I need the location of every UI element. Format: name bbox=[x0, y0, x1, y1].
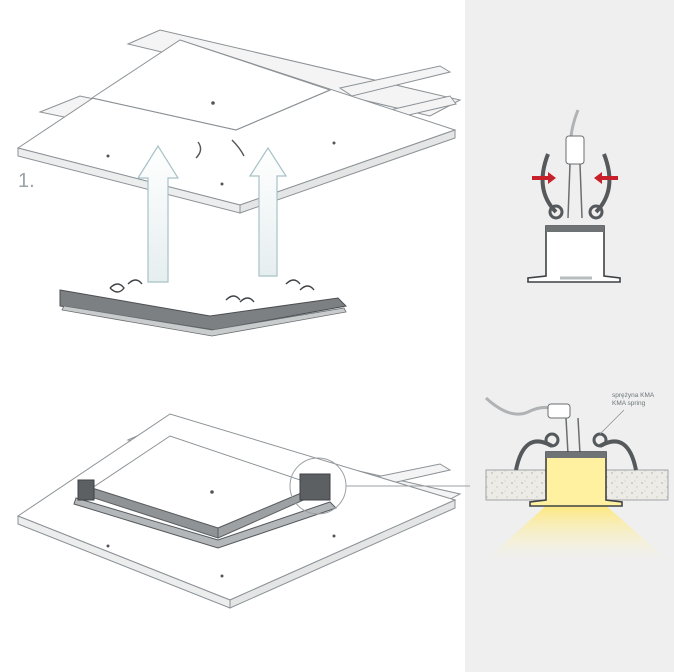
lift-arrow-right bbox=[248, 146, 288, 277]
squeeze-arrow-left-icon bbox=[532, 172, 556, 184]
spring-squeeze-detail bbox=[527, 109, 621, 283]
led-profile-loose bbox=[59, 279, 348, 337]
squeeze-arrow-right-icon bbox=[594, 172, 618, 184]
ceiling-installed bbox=[16, 413, 462, 609]
detail-panel bbox=[465, 0, 674, 672]
spring-label-en: KMA spring bbox=[612, 400, 646, 407]
lift-arrow-left bbox=[136, 144, 180, 283]
step-number: 1. bbox=[18, 170, 35, 192]
spring-label-pl: sprężyna KMA bbox=[612, 392, 655, 399]
installed-section-detail bbox=[484, 396, 669, 560]
ceiling-top bbox=[16, 29, 462, 214]
spring-callout-label: sprężyna KMA KMA spring bbox=[612, 392, 674, 408]
light-beam bbox=[486, 504, 668, 560]
